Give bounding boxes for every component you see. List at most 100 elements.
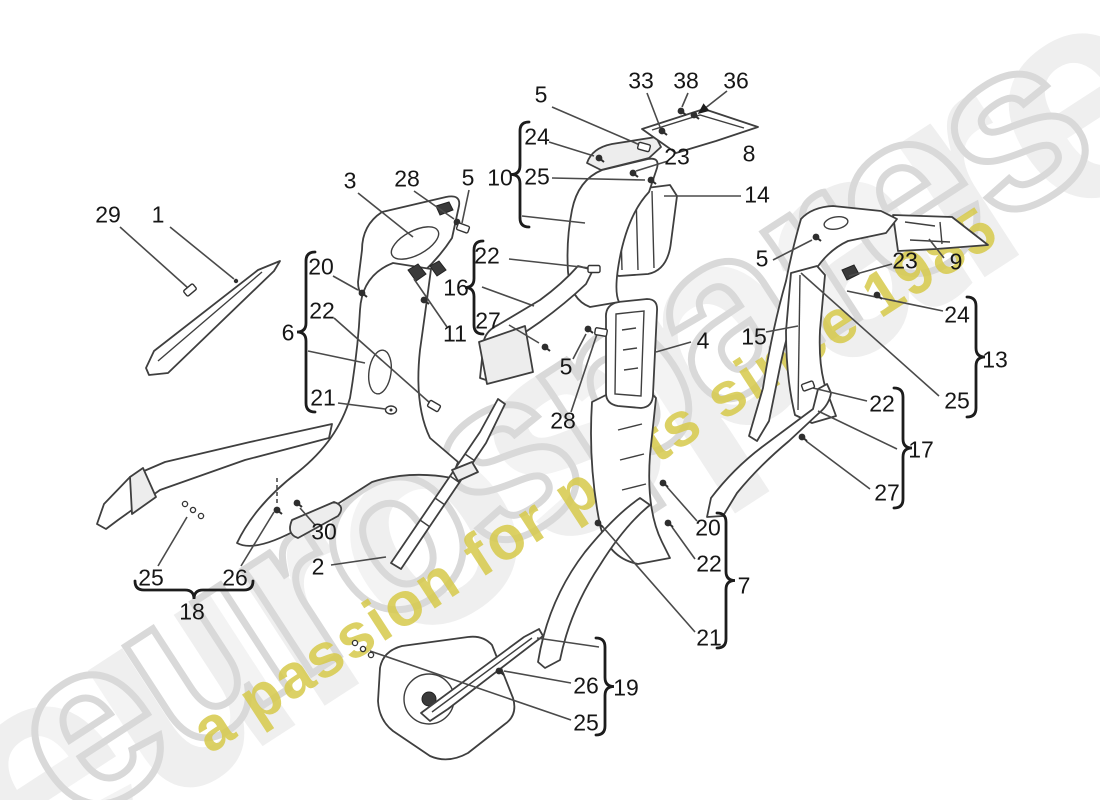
leader-line: [299, 507, 316, 526]
leader-line: [846, 290, 944, 312]
callout-label-22: 22: [869, 390, 895, 417]
leader-line: [503, 670, 572, 684]
callout-label-17: 17: [908, 436, 934, 463]
leader-line: [681, 92, 689, 108]
callout-label-23: 23: [892, 247, 918, 274]
callout-label-21: 21: [310, 384, 336, 411]
screw-fastener-icon: [584, 325, 594, 334]
part-c-pillar-lower-edge: [797, 274, 801, 411]
callout-label-26: 26: [222, 564, 248, 591]
leader-line: [572, 333, 587, 360]
callout-label-5: 5: [534, 81, 548, 108]
screw-fastener-icon: [595, 154, 605, 163]
dot-fastener-icon: [233, 278, 239, 284]
screw-fastener-icon: [420, 296, 430, 305]
callout-label-36: 36: [723, 67, 749, 94]
clip-fastener-icon: [455, 222, 471, 234]
callout-label-24: 24: [944, 301, 970, 328]
leader-line: [369, 650, 572, 721]
leader-line: [508, 324, 540, 344]
screw-fastener-icon: [659, 479, 669, 488]
callout-label-38: 38: [673, 67, 699, 94]
part-rear-sill-right: [706, 383, 832, 518]
part-front-sill-trim: [96, 423, 333, 530]
callout-label-20: 20: [308, 253, 334, 280]
callout-label-21: 21: [696, 624, 722, 651]
screw-fastener-icon: [358, 289, 368, 298]
group-brace-17: [892, 386, 913, 510]
leader-line: [337, 402, 386, 410]
callout-label-9: 9: [949, 248, 963, 275]
leader-line: [548, 141, 595, 157]
group-brace-18: [133, 579, 255, 600]
clip-fastener-icon: [426, 399, 442, 413]
callout-label-2: 2: [311, 553, 325, 580]
clip-fastener-icon: [800, 380, 816, 392]
leader-line: [635, 160, 669, 172]
part-b-pillar-strip: [390, 398, 506, 570]
leader-line: [357, 192, 414, 238]
leader-line: [812, 387, 868, 402]
callout-label-27: 27: [874, 479, 900, 506]
part-b-pillar-strip-tab: [451, 461, 479, 482]
callout-label-22: 22: [474, 242, 500, 269]
callout-label-25: 25: [573, 709, 599, 736]
screw-fastener-icon: [629, 169, 639, 178]
screw-fastener-icon: [798, 433, 808, 442]
callout-label-4: 4: [696, 327, 710, 354]
leader-line: [551, 106, 641, 146]
screw-fastener-icon: [812, 233, 822, 242]
callout-label-24: 24: [524, 123, 550, 150]
clipset-fastener-icon: [181, 500, 205, 520]
part-b-pillar-upper-cap-slot: [390, 226, 440, 260]
callout-label-26: 26: [573, 672, 599, 699]
callout-label-7: 7: [737, 572, 751, 599]
leader-line: [671, 526, 696, 560]
leader-line: [240, 511, 275, 567]
part-sail-panel-edge: [651, 114, 745, 131]
part-sill-inner-16-box: [478, 325, 534, 385]
leader-line: [521, 215, 586, 224]
callout-label-23: 23: [664, 143, 690, 170]
part-c-pillar-slot: [823, 216, 849, 230]
leader-line: [508, 258, 591, 269]
latch-detail: [429, 260, 447, 277]
part-wheel-arch-trim: [537, 497, 651, 669]
callout-label-33: 33: [628, 67, 654, 94]
leader-line: [413, 278, 448, 328]
screw-fastener-icon: [273, 506, 283, 515]
screw-fastener-icon: [664, 519, 674, 528]
leader-line: [666, 486, 698, 522]
leader-line: [928, 238, 945, 259]
group-brace-7: [715, 511, 736, 650]
leader-line: [157, 516, 188, 567]
screw-fastener-icon: [658, 127, 668, 136]
group-brace-13: [965, 295, 986, 419]
part-pillar-trim-4-inner: [614, 310, 645, 397]
leader-line: [697, 90, 728, 114]
part-b-pillar-center-foot: [289, 501, 343, 539]
grommet-fastener-icon: [384, 405, 398, 415]
callout-label-19: 19: [613, 674, 639, 701]
leader-line: [481, 286, 535, 307]
clip-fastener-icon: [587, 264, 601, 274]
leader-line: [169, 226, 235, 280]
part-a-pillar-trim-edge: [157, 271, 263, 362]
group-brace-16: [464, 239, 485, 336]
callout-label-3: 3: [343, 167, 357, 194]
part-b-pillar-lower-rungs: [617, 423, 647, 491]
leader-line: [655, 341, 692, 353]
callout-label-15: 15: [741, 323, 767, 350]
callout-label-6: 6: [281, 319, 295, 346]
leader-line: [536, 637, 600, 648]
leader-line: [817, 410, 898, 450]
part-a-pillar-trim: [145, 260, 281, 376]
callout-label-5: 5: [461, 164, 475, 191]
callout-label-10: 10: [487, 164, 513, 191]
latch-detail: [435, 201, 454, 216]
callout-label-13: 13: [982, 346, 1008, 373]
callout-label-27: 27: [475, 307, 501, 334]
callout-label-5: 5: [755, 245, 769, 272]
leader-line: [848, 263, 893, 277]
